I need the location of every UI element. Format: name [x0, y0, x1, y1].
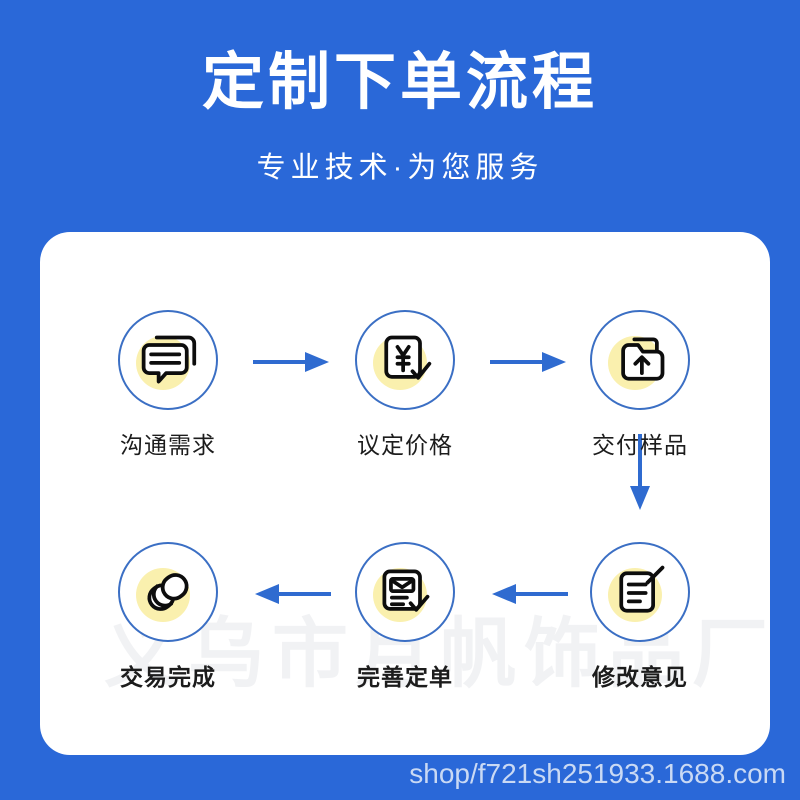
flow-card: 义乌市月帆饰品厂 沟通需求 [40, 232, 770, 755]
price-document-check-icon [384, 335, 432, 380]
document-pencil-icon [619, 565, 665, 613]
flow-step-icon-circle [590, 542, 690, 642]
flow-step-label: 交易完成 [120, 664, 216, 690]
shop-url: shop/f721sh251933.1688.com [409, 758, 786, 789]
flow-step-label: 修改意见 [592, 664, 688, 690]
folder-upload-icon [621, 337, 665, 381]
flow-step-communicate[interactable]: 沟通需求 [88, 310, 248, 460]
arrow-left-2 [255, 582, 331, 606]
flow-step-label: 议定价格 [357, 432, 453, 458]
handshake-icon [147, 573, 189, 611]
flow-step-price[interactable]: 议定价格 [325, 310, 485, 460]
arrow-down-1 [628, 434, 652, 510]
flow-step-sample[interactable]: 交付样品 [560, 310, 720, 460]
flow-step-icon-circle [118, 542, 218, 642]
flow-step-icon-circle [590, 310, 690, 410]
flow-step-icon-circle [118, 310, 218, 410]
flow-step-icon-circle [355, 310, 455, 410]
flow-step-label: 交付样品 [592, 432, 688, 458]
flow-steps-grid: 沟通需求 议定价格 [40, 232, 770, 755]
flow-step-icon-circle [355, 542, 455, 642]
flow-step-label: 沟通需求 [120, 432, 216, 458]
page-header: 定制下单流程 专业技术·为您服务 [0, 0, 800, 186]
arrow-right-1 [253, 350, 329, 374]
arrow-left-1 [492, 582, 568, 606]
flow-step-complete[interactable]: 交易完成 [88, 542, 248, 692]
flow-step-label: 完善定单 [357, 664, 453, 690]
arrow-right-2 [490, 350, 566, 374]
order-envelope-check-icon [382, 569, 430, 612]
page-subtitle: 专业技术·为您服务 [256, 152, 544, 184]
chat-bubble-icon [141, 335, 197, 384]
page-title: 定制下单流程 [201, 48, 598, 117]
flow-step-finalize-order[interactable]: 完善定单 [325, 542, 485, 692]
flow-step-revision[interactable]: 修改意见 [560, 542, 720, 692]
